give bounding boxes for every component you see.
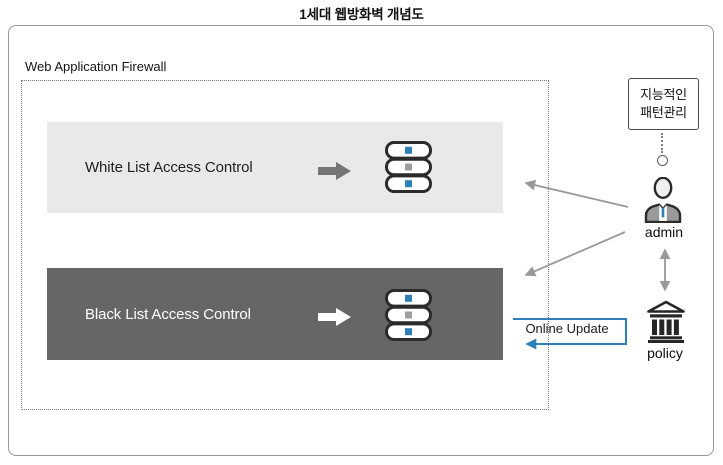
white-list-label: White List Access Control <box>85 159 253 176</box>
white-list-box: White List Access Control <box>47 122 503 213</box>
server-stack-icon <box>385 289 432 341</box>
dotted-line-icon <box>661 133 663 153</box>
right-arrow-icon <box>318 308 351 326</box>
bank-building-icon <box>647 300 685 343</box>
black-list-label: Black List Access Control <box>85 305 251 323</box>
online-update-label: Online Update <box>525 321 609 336</box>
waf-label: Web Application Firewall <box>25 59 167 74</box>
admin-label: admin <box>644 224 684 240</box>
server-stack-icon <box>385 141 432 193</box>
outer-frame <box>8 25 714 456</box>
person-icon <box>644 177 682 223</box>
pattern-management-label: 지능적인 패턴관리 <box>640 87 687 120</box>
policy-label: policy <box>647 345 683 361</box>
right-arrow-icon <box>318 162 351 180</box>
diagram-title: 1세대 웹방화벽 개념도 <box>299 7 424 22</box>
connector-circle-icon <box>657 155 668 166</box>
pattern-management-box: 지능적인 패턴관리 <box>628 78 699 130</box>
black-list-box: Black List Access Control <box>47 268 503 360</box>
